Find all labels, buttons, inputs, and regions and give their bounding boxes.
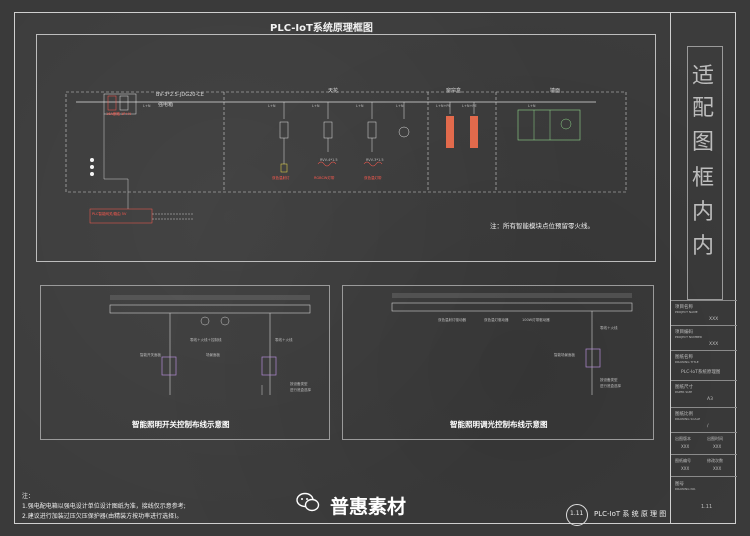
right-label-driver3: 100W灯带驱动器	[522, 318, 550, 322]
tb-project-no-val: XXX	[709, 342, 719, 347]
tb-scale-en: DRAWING SCALE	[675, 417, 701, 421]
left-label-wires1: 零线＋火线＋控制线	[190, 338, 222, 342]
page-number: 1.11	[570, 510, 584, 517]
notes-line-1: 1.强电配电箱以强电设计单位设计图纸为准，接线仅示意参考;	[22, 503, 186, 510]
right-label-device-type: 按设备类型	[600, 378, 618, 382]
fit-char-5: 内	[692, 200, 715, 225]
switch-wiring-panel	[40, 285, 330, 440]
cabinet-label: 窗帘盒	[446, 88, 462, 94]
fit-char-4: 框	[692, 166, 715, 191]
watermark-text: 普惠素材	[330, 496, 407, 518]
cable-label: BV-3*2.5-JDG20-CE	[156, 92, 204, 98]
rvv-label-2: RVV-3*1.5	[366, 158, 384, 162]
tb-scale: 图纸比例	[675, 412, 693, 417]
right-label-driver1: 双色温射灯驱动器	[438, 318, 466, 322]
ln-label-6: L+N+PE	[462, 104, 477, 108]
fit-char-1: 适	[692, 64, 715, 89]
tb-project-name-en: PROJECT NAME	[675, 310, 698, 314]
dimming-wiring-panel	[342, 285, 654, 440]
left-diagram-title: 智能照明开关控制布线示意图	[132, 420, 230, 429]
tb-project-no: 项目编码	[675, 330, 693, 335]
left-label-device-type: 按设备类型	[290, 382, 308, 386]
dimming-wiring-svg	[391, 293, 633, 395]
gateway-label: PLC智能网关/路由 5V	[92, 212, 127, 216]
notes-heading: 注：	[22, 493, 35, 500]
notes-line-2: 2.建议进行加装过压欠压保护器(由精装方按功率进行选择)。	[22, 513, 183, 520]
tb-project-name: 项目名称	[675, 305, 693, 310]
tb-change2: 修改次数	[707, 458, 723, 463]
device-caption-1: 双色温射灯	[272, 176, 290, 180]
ln-label-4: L+N	[396, 104, 404, 108]
left-label-select: 进行底盒选择	[290, 388, 311, 392]
device-caption-3: 双色温灯带	[364, 176, 382, 180]
system-diagram-svg	[65, 91, 627, 224]
page-number-circle	[566, 504, 588, 526]
tb-change2-val: XXX	[713, 466, 722, 471]
box-label: 强电箱	[158, 102, 174, 108]
footer-title: PLC-IoT 系 统 原 理 图	[594, 510, 667, 518]
tb-project-name-val: XXX	[709, 317, 719, 322]
ln-label-box: L+N	[143, 104, 151, 108]
fit-char-2: 配	[692, 96, 715, 121]
device-caption-2: RGBCW灯带	[314, 176, 335, 180]
right-label-select: 进行底盒选择	[600, 384, 621, 388]
fit-box	[687, 46, 723, 300]
right-diagram-title: 智能照明调光控制布线示意图	[450, 420, 548, 429]
fit-char-3: 图	[692, 130, 715, 155]
right-label-scene-panel: 智能场景面板	[554, 353, 575, 357]
tb-version: 出图版本	[675, 436, 691, 441]
tb-project-no-en: PROJECT NUMBER	[675, 335, 702, 339]
tb-drawing-title-en: DRAWING TITLE	[675, 360, 699, 364]
ceiling-label: 天花	[328, 88, 339, 94]
left-label-switch-panel: 智能开关面板	[140, 353, 161, 357]
wall-label: 墙面	[550, 88, 561, 94]
tb-change-no: 图纸编号	[675, 458, 691, 463]
tb-drawing-no-val: 1.11	[701, 504, 713, 510]
tb-change-val: XXX	[681, 466, 690, 471]
title-block: 适 配 图 框 内 内 项目名称 PROJECT NAME XXX 项目编码 P…	[670, 12, 737, 524]
right-label-wires: 零线＋火线	[600, 326, 618, 330]
system-diagram-panel	[36, 34, 656, 262]
tb-date-val: XXX	[713, 444, 722, 449]
switch-wiring-svg	[109, 295, 311, 395]
wechat-icon	[296, 492, 320, 512]
tb-date: 出图时间	[707, 436, 723, 441]
breaker-label: 16A断路 1P+N	[106, 112, 131, 116]
tb-scale-val: /	[707, 424, 709, 429]
ln-label-2: L+N	[312, 104, 320, 108]
rvv-label-1: RVV-4*1.5	[320, 158, 338, 162]
tb-drawing-title: 图纸名称	[675, 355, 693, 360]
tb-paper-size-val: A3	[707, 397, 713, 402]
ln-label-5: L+N+PE	[436, 104, 451, 108]
tb-drawing-no: 图号	[675, 482, 684, 487]
left-label-scene-panel: 场景面板	[206, 353, 220, 357]
left-label-wires2: 零线＋火线	[275, 338, 293, 342]
tb-paper-size-en: PAPER SIZE	[675, 390, 693, 394]
ln-label-7: L+N	[528, 104, 536, 108]
ln-label-3: L+N	[356, 104, 364, 108]
fit-char-6: 内	[692, 234, 715, 259]
tb-version-val: XXX	[681, 444, 690, 449]
ln-label-1: L+N	[268, 104, 276, 108]
main-title: PLC-IoT系统原理框图	[270, 23, 373, 34]
right-label-driver2: 双色温灯驱动器	[484, 318, 509, 322]
tb-drawing-title-val: PLC-IoT系统原理图	[681, 370, 721, 375]
top-note: 注：所有智能模块点位预留零火线。	[490, 222, 594, 230]
drawing-sheet	[14, 12, 736, 524]
tb-paper-size: 图纸尺寸	[675, 385, 693, 390]
tb-drawing-no-en: DRAWING NO.	[675, 487, 696, 491]
